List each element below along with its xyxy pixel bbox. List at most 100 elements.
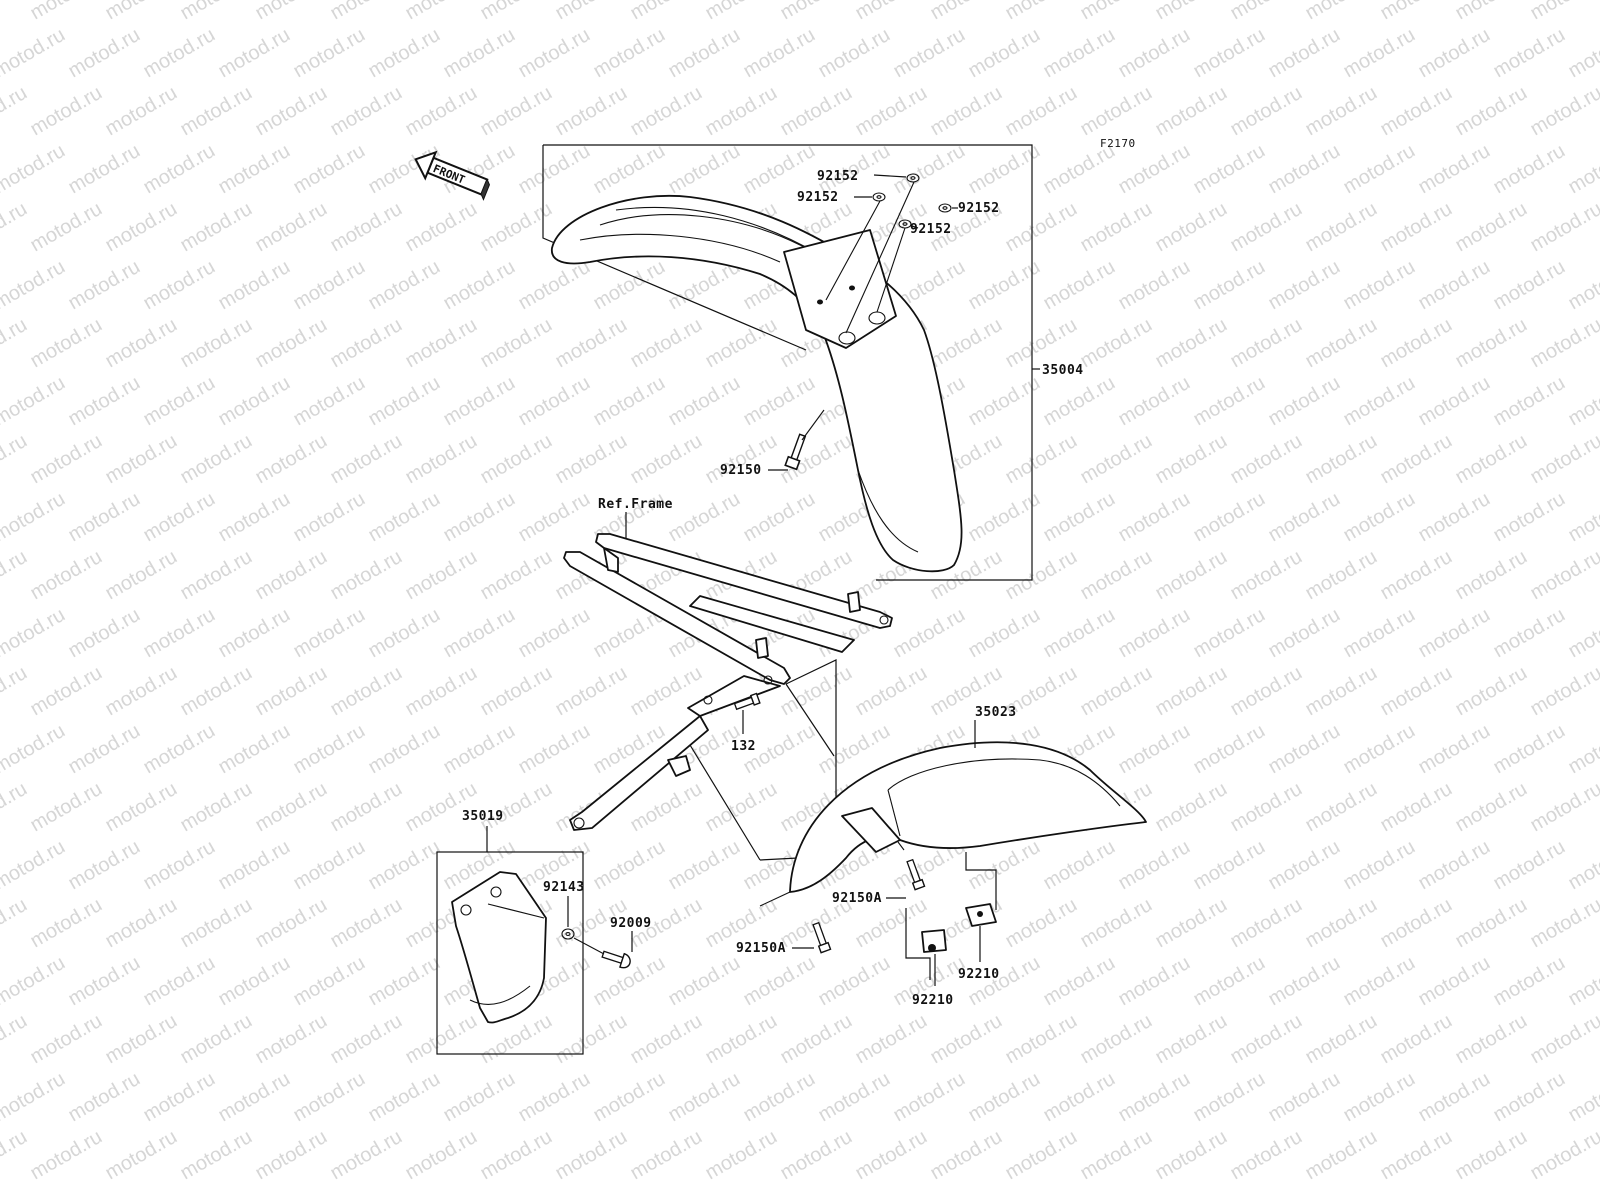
watermark-text: motod.ru <box>927 314 1006 373</box>
watermark-text: motod.ru <box>1565 256 1600 315</box>
watermark-text: motod.ru <box>0 1126 31 1185</box>
watermark-text: motod.ru <box>927 0 1006 24</box>
watermark-text: motod.ru <box>1077 0 1156 24</box>
figure-code: F2170 <box>1100 137 1136 150</box>
watermark-text: motod.ru <box>327 430 406 489</box>
watermark-text: motod.ru <box>177 546 256 605</box>
watermark-text: motod.ru <box>1527 1126 1600 1185</box>
watermark-text: motod.ru <box>290 140 369 199</box>
watermark-text: motod.ru <box>0 82 31 141</box>
watermark-text: motod.ru <box>0 198 31 257</box>
watermark-text: motod.ru <box>1152 662 1231 721</box>
watermark-text: motod.ru <box>1040 488 1119 547</box>
watermark-text: motod.ru <box>852 662 931 721</box>
watermark-text: motod.ru <box>1490 1068 1569 1127</box>
watermark-text: motod.ru <box>65 488 144 547</box>
watermark-text: motod.ru <box>1415 952 1494 1011</box>
watermark-text: motod.ru <box>365 1068 444 1127</box>
watermark-text: motod.ru <box>290 1068 369 1127</box>
watermark-text: motod.ru <box>665 836 744 895</box>
watermark-text: motod.ru <box>1040 952 1119 1011</box>
watermark-text: motod.ru <box>1302 546 1381 605</box>
watermark-text: motod.ru <box>1302 82 1381 141</box>
watermark-text: motod.ru <box>102 546 181 605</box>
watermark-text: motod.ru <box>1340 952 1419 1011</box>
watermark-text: motod.ru <box>815 952 894 1011</box>
watermark-text: motod.ru <box>440 372 519 431</box>
watermark-text: motod.ru <box>1340 720 1419 779</box>
watermark-text: motod.ru <box>1152 778 1231 837</box>
watermark-text: motod.ru <box>1565 952 1600 1011</box>
watermark-text: motod.ru <box>477 778 556 837</box>
watermark-text: motod.ru <box>1302 778 1381 837</box>
watermark-text: motod.ru <box>1115 372 1194 431</box>
watermark-text: motod.ru <box>1377 314 1456 373</box>
watermark-text: motod.ru <box>1115 604 1194 663</box>
watermark-text: motod.ru <box>177 894 256 953</box>
watermark-text: motod.ru <box>215 604 294 663</box>
watermark-text: motod.ru <box>102 1010 181 1069</box>
watermark-text: motod.ru <box>27 778 106 837</box>
watermark-text: motod.ru <box>290 256 369 315</box>
watermark-text: motod.ru <box>777 1010 856 1069</box>
watermark-text: motod.ru <box>65 372 144 431</box>
watermark-text: motod.ru <box>1002 1126 1081 1185</box>
watermark-text: motod.ru <box>1227 546 1306 605</box>
watermark-text: motod.ru <box>440 1068 519 1127</box>
watermark-text: motod.ru <box>702 0 781 24</box>
watermark-text: motod.ru <box>1002 82 1081 141</box>
watermark-text: motod.ru <box>1077 430 1156 489</box>
watermark-text: motod.ru <box>327 0 406 24</box>
watermark-text: motod.ru <box>1190 836 1269 895</box>
clip <box>921 929 947 953</box>
watermark-text: motod.ru <box>327 198 406 257</box>
watermark-text: motod.ru <box>1077 894 1156 953</box>
watermark-text: motod.ru <box>177 0 256 24</box>
watermark-text: motod.ru <box>440 256 519 315</box>
watermark-text: motod.ru <box>252 662 331 721</box>
watermark-text: motod.ru <box>627 1126 706 1185</box>
watermark-text: motod.ru <box>1377 662 1456 721</box>
part-label-washer-2: 92152 <box>797 190 839 205</box>
watermark-text: motod.ru <box>140 604 219 663</box>
watermark-text: motod.ru <box>1302 1010 1381 1069</box>
watermark-text: motod.ru <box>1190 952 1269 1011</box>
watermark-text: motod.ru <box>477 82 556 141</box>
watermark-text: motod.ru <box>1452 778 1531 837</box>
watermark-text: motod.ru <box>1415 372 1494 431</box>
watermark-text: motod.ru <box>0 546 31 605</box>
watermark-text: motod.ru <box>252 1010 331 1069</box>
watermark-text: motod.ru <box>215 1068 294 1127</box>
watermark-text: motod.ru <box>590 1068 669 1127</box>
watermark-text: motod.ru <box>1040 836 1119 895</box>
watermark-text: motod.ru <box>102 662 181 721</box>
front-fender-group: 35004 92152 92152 92152 92152 <box>542 144 1084 581</box>
washer-icon <box>872 192 886 202</box>
watermark-text: motod.ru <box>1002 430 1081 489</box>
watermark-text: motod.ru <box>1227 314 1306 373</box>
watermark-text: motod.ru <box>0 314 31 373</box>
watermark-text: motod.ru <box>965 1068 1044 1127</box>
watermark-text: motod.ru <box>0 256 69 315</box>
watermark-text: motod.ru <box>852 82 931 141</box>
watermark-text: motod.ru <box>140 256 219 315</box>
watermark-text: motod.ru <box>1227 1010 1306 1069</box>
watermark-text: motod.ru <box>327 1010 406 1069</box>
watermark-text: motod.ru <box>0 0 31 24</box>
watermark-text: motod.ru <box>515 488 594 547</box>
watermark-text: motod.ru <box>515 256 594 315</box>
watermark-text: motod.ru <box>590 140 669 199</box>
front-arrow-icon: FRONT <box>414 150 491 201</box>
part-label-front-fender: 35004 <box>1042 363 1084 378</box>
watermark-text: motod.ru <box>1452 198 1531 257</box>
watermark-text: motod.ru <box>1490 952 1569 1011</box>
washer-icon <box>561 928 575 940</box>
watermark-text: motod.ru <box>252 778 331 837</box>
watermark-text: motod.ru <box>102 0 181 24</box>
watermark-text: motod.ru <box>27 662 106 721</box>
watermark-text: motod.ru <box>1227 82 1306 141</box>
frame-reference: Ref.Frame 132 <box>563 497 893 831</box>
watermark-text: motod.ru <box>1265 488 1344 547</box>
watermark-text: motod.ru <box>290 720 369 779</box>
watermark-text: motod.ru <box>1527 430 1600 489</box>
